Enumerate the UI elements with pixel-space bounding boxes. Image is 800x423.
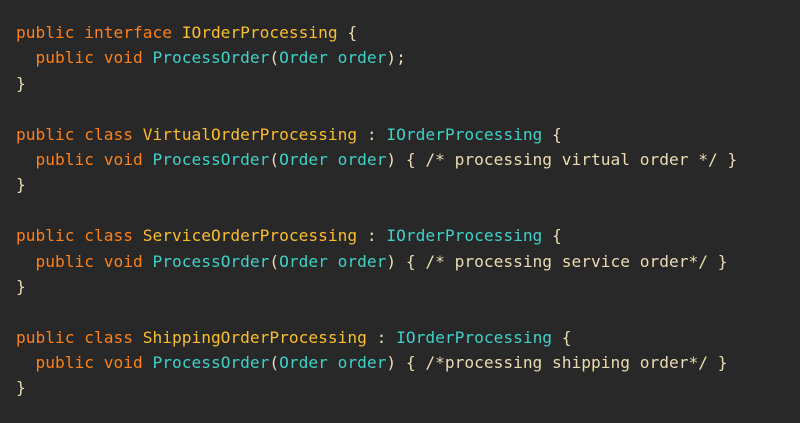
- code-comment: /* processing service order*/: [425, 251, 708, 271]
- code-comment: /*processing shipping order*/: [425, 353, 708, 373]
- code-keyword: public: [16, 226, 75, 246]
- code-punctuation: [133, 328, 143, 347]
- code-line: public void ProcessOrder(Order order) { …: [16, 350, 800, 375]
- code-punctuation: [133, 226, 143, 245]
- code-punctuation: ) {: [386, 251, 426, 271]
- code-punctuation: [94, 252, 104, 271]
- code-line: }: [16, 375, 800, 400]
- code-punctuation: [143, 150, 153, 169]
- code-punctuation: :: [366, 327, 397, 347]
- code-punctuation: [16, 353, 36, 372]
- code-punctuation: ) {: [386, 353, 426, 373]
- code-punctuation: [133, 125, 143, 144]
- code-punctuation: }: [708, 251, 728, 271]
- code-punctuation: [143, 252, 153, 271]
- code-identifier: ProcessOrder: [152, 353, 270, 373]
- code-line: [16, 96, 800, 121]
- code-punctuation: }: [16, 276, 26, 296]
- code-type-name: ShippingOrderProcessing: [142, 327, 367, 347]
- code-punctuation: [143, 353, 153, 372]
- code-keyword: public: [35, 48, 94, 68]
- code-line: }: [16, 274, 800, 299]
- code-punctuation: {: [337, 23, 358, 42]
- code-keyword: void: [103, 48, 143, 68]
- code-punctuation: [172, 23, 182, 42]
- code-punctuation: [16, 252, 36, 271]
- code-punctuation: );: [386, 48, 406, 68]
- code-comment: /* processing virtual order */: [425, 149, 718, 169]
- code-identifier: Order order: [279, 149, 387, 169]
- code-type-name: ServiceOrderProcessing: [142, 226, 358, 246]
- code-punctuation: [16, 150, 36, 169]
- code-keyword: void: [103, 353, 143, 373]
- code-line: public void ProcessOrder(Order order) { …: [16, 147, 800, 172]
- code-punctuation: [94, 353, 104, 372]
- code-line: public class VirtualOrderProcessing : IO…: [16, 122, 800, 147]
- code-keyword: public: [35, 149, 94, 169]
- code-identifier: IOrderProcessing: [396, 327, 553, 347]
- code-punctuation: {: [542, 226, 562, 246]
- code-identifier: ProcessOrder: [152, 48, 270, 68]
- code-punctuation: :: [357, 226, 387, 246]
- code-punctuation: [74, 226, 84, 245]
- code-line: public void ProcessOrder(Order order) { …: [16, 249, 800, 274]
- code-punctuation: (: [269, 353, 280, 373]
- code-keyword: class: [84, 124, 133, 144]
- code-keyword: class: [84, 226, 133, 246]
- code-line: }: [16, 172, 800, 197]
- code-punctuation: (: [269, 48, 280, 68]
- code-punctuation: }: [16, 378, 26, 398]
- code-line: public void ProcessOrder(Order order);: [16, 45, 800, 70]
- code-line: }: [16, 71, 800, 96]
- code-punctuation: [143, 48, 153, 67]
- code-keyword: void: [103, 251, 143, 271]
- code-punctuation: [94, 150, 104, 169]
- code-keyword: public: [16, 327, 75, 347]
- code-punctuation: {: [542, 124, 562, 144]
- code-keyword: void: [103, 149, 143, 169]
- code-punctuation: [94, 48, 104, 67]
- code-identifier: ProcessOrder: [152, 251, 270, 271]
- code-punctuation: (: [269, 149, 280, 169]
- code-type-name: IOrderProcessing: [181, 23, 338, 42]
- code-punctuation: [74, 23, 84, 42]
- code-punctuation: }: [708, 353, 728, 373]
- code-punctuation: ) {: [386, 149, 426, 169]
- code-identifier: Order order: [279, 48, 387, 68]
- code-identifier: Order order: [279, 251, 387, 271]
- code-identifier: IOrderProcessing: [386, 124, 543, 144]
- code-punctuation: }: [16, 175, 26, 195]
- code-punctuation: (: [269, 251, 280, 271]
- code-punctuation: {: [552, 327, 572, 347]
- code-punctuation: [74, 328, 84, 347]
- code-punctuation: :: [357, 124, 387, 144]
- code-line: public class ServiceOrderProcessing : IO…: [16, 223, 800, 248]
- code-punctuation: }: [717, 149, 738, 169]
- code-keyword: public: [16, 23, 75, 42]
- code-keyword: interface: [84, 23, 172, 42]
- code-keyword: public: [16, 124, 75, 144]
- code-identifier: IOrderProcessing: [386, 226, 543, 246]
- code-keyword: public: [35, 251, 94, 271]
- code-keyword: public: [35, 353, 94, 373]
- code-line: [16, 299, 800, 324]
- code-identifier: ProcessOrder: [152, 149, 270, 169]
- code-line: [16, 198, 800, 223]
- code-punctuation: }: [16, 73, 26, 93]
- code-line: public class ShippingOrderProcessing : I…: [16, 325, 800, 350]
- code-punctuation: [74, 125, 84, 144]
- code-identifier: Order order: [279, 353, 387, 373]
- code-type-name: VirtualOrderProcessing: [142, 124, 358, 144]
- code-line: public interface IOrderProcessing {: [16, 20, 800, 45]
- code-keyword: class: [84, 327, 133, 347]
- code-punctuation: [16, 48, 36, 67]
